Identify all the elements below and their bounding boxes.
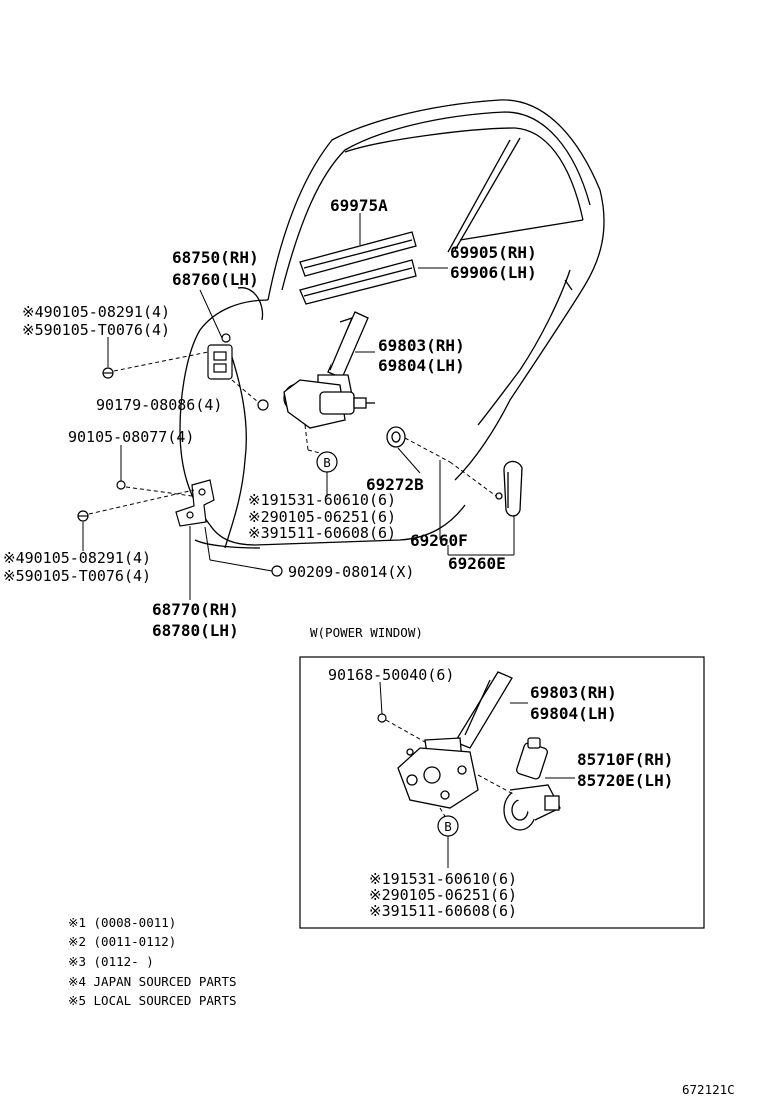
label-handle-bezel: 69272B [366,475,424,494]
label-ref-b2: ※290105-06251(6) [248,508,396,526]
power-window-box [299,656,705,929]
pw-label-motor-lh: 85720E(LH) [577,771,673,790]
label-belt-weatherstrip-rh: 69905(RH) [450,243,537,262]
door-outside-handle [495,460,523,517]
label-bolt-c2: ※590105-T0076(4) [3,567,151,585]
power-window-regulator [397,671,513,809]
door-outline [179,99,605,549]
legend-item: ※5 LOCAL SOURCED PARTS [68,993,237,1008]
leader-line [204,526,211,561]
dashed-leader [449,461,497,497]
label-washer: 90209-08014(X) [288,563,414,581]
legend: ※1 (0008-0011) ※2 (0011-0112) ※3 (0112- … [68,915,237,1008]
label-regulator-rh: 69803(RH) [378,336,465,355]
label-bolt-b: 90105-08077(4) [68,428,194,446]
dashed-leader [477,774,516,796]
pw-label-regulator-rh: 69803(RH) [530,683,617,702]
pw-label-ref-b3: ※391511-60608(6) [369,902,517,920]
dashed-leader [113,351,209,372]
label-ref-b1: ※191531-60610(6) [248,491,396,509]
label-bolt-c1: ※490105-08291(4) [3,549,151,567]
label-upper-hinge-rh: 68750(RH) [172,248,259,267]
svg-text:B: B [444,819,452,834]
label-lower-hinge-lh: 68780(LH) [152,621,239,640]
label-handle-f: 69260F [410,531,468,550]
dashed-leader [304,424,309,451]
power-window-title: W(POWER WINDOW) [310,625,423,640]
legend-item: ※4 JAPAN SOURCED PARTS [68,974,237,989]
manual-window-regulator [283,311,375,429]
bolt-icon [77,510,89,522]
reference-circle-b: B [437,815,459,837]
pw-label-bolt: 90168-50040(6) [328,666,454,684]
pw-label-ref-b2: ※290105-06251(6) [369,886,517,904]
window-regulator-motor [503,737,561,831]
label-belt-weatherstrip-lh: 69906(LH) [450,263,537,282]
leader-line [209,559,273,572]
legend-item: ※2 (0011-0112) [68,934,176,949]
pw-label-motor-rh: 85710F(RH) [577,750,673,769]
handle-bezel [386,426,406,448]
legend-item: ※3 (0112- ) [68,954,154,969]
label-handle-e: 69260E [448,554,506,573]
label-lower-hinge-rh: 68770(RH) [152,600,239,619]
dashed-leader [404,437,451,463]
dashed-leader [125,486,193,497]
reference-circle-b: B [316,451,338,473]
legend-item: ※1 (0008-0011) [68,915,176,930]
pw-label-ref-b1: ※191531-60610(6) [369,870,517,888]
label-door-glass-run: 69975A [330,196,388,215]
label-bolt-a1: ※490105-08291(4) [22,303,170,321]
leader-line [199,289,223,339]
dashed-leader [385,719,426,743]
diagram-id: 672121C [682,1082,735,1097]
bolt-icon [116,480,126,490]
bolt-icon [377,713,387,723]
leader-line [379,681,383,715]
upper-hinge [207,333,233,380]
label-bolt-a2: ※590105-T0076(4) [22,321,170,339]
lower-hinge [175,479,215,527]
nut-icon [257,399,269,411]
door-glass-run-strip [299,231,417,305]
pw-label-regulator-lh: 69804(LH) [530,704,617,723]
dashed-leader [88,489,195,515]
leader-line [397,447,421,474]
label-nut: 90179-08086(4) [96,396,222,414]
bolt-icon [102,367,114,379]
label-upper-hinge-lh: 68760(LH) [172,270,259,289]
dashed-leader [231,379,259,403]
label-regulator-lh: 69804(LH) [378,356,465,375]
washer-icon [271,565,283,577]
label-ref-b3: ※391511-60608(6) [248,524,396,542]
svg-text:B: B [323,455,331,470]
